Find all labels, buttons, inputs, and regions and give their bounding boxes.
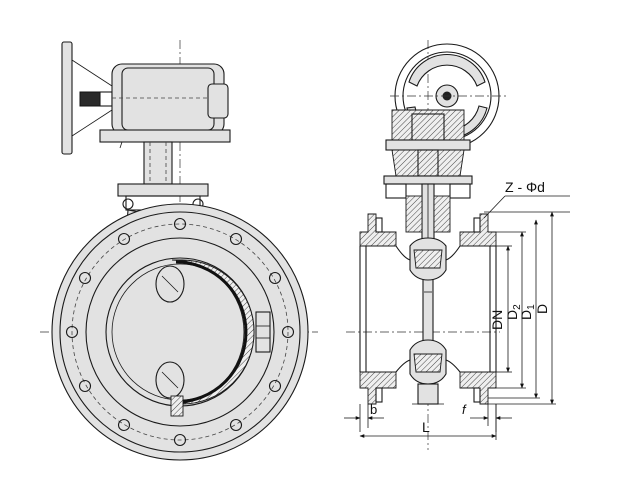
body-side-lug <box>255 311 271 353</box>
side-body-walls <box>359 245 497 373</box>
gearbox-section <box>383 109 473 199</box>
b-label: b <box>370 402 377 417</box>
d2-label: D2 <box>504 304 523 320</box>
flange-bolt-holes <box>65 217 295 447</box>
bolt-spec-label: Z - Φd <box>505 179 545 195</box>
f-label: f <box>462 402 467 417</box>
side-view: Z - Φd DN D2 D1 D b f L <box>344 40 570 450</box>
dn-label: DN <box>489 310 505 330</box>
d2-subscript: 2 <box>512 304 523 310</box>
dimension-lines <box>344 195 570 440</box>
l-label: L <box>422 419 430 435</box>
bottom-flange-section <box>359 371 497 405</box>
dn-text: DN <box>489 310 505 330</box>
d2-text: D <box>504 310 520 320</box>
d1-label: D1 <box>518 304 537 320</box>
d1-subscript: 1 <box>526 304 537 310</box>
d-outer-label: D <box>534 304 550 314</box>
d1-text: D <box>518 310 534 320</box>
gearbox <box>99 63 231 149</box>
disc-hubs <box>409 237 447 405</box>
butterfly-disc <box>155 259 255 417</box>
front-view <box>40 40 318 461</box>
valve-body-flange <box>51 203 309 461</box>
d-outer-text: D <box>534 304 550 314</box>
